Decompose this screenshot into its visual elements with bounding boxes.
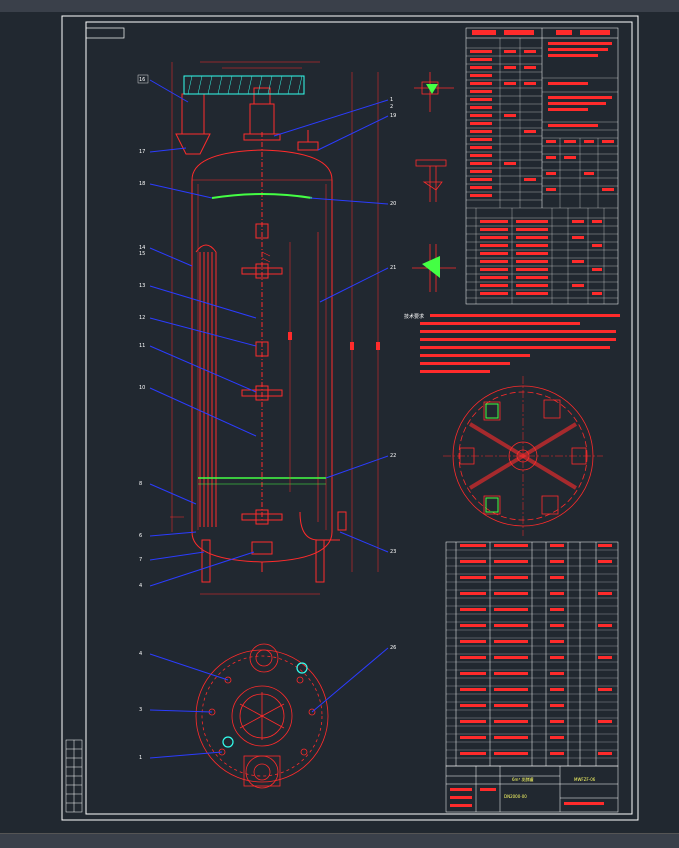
leaders-left: [149, 79, 257, 587]
drawing-svg: 16 17 18 14 15 13 12 11 10 8 6 7 4 1 2 1…: [61, 15, 639, 821]
leader-label: 26: [390, 645, 396, 651]
leader-label: 1: [390, 97, 393, 103]
leader-label: 10: [139, 385, 145, 391]
design-data-table: [465, 27, 619, 305]
leader-label: 13: [139, 283, 145, 289]
leader-label: 16: [139, 77, 145, 83]
title-block: [445, 765, 619, 813]
title-block-code: DN2000-00: [504, 794, 527, 799]
top-deflector: [211, 193, 313, 199]
plan-nozzle-cyan-2: [222, 736, 234, 748]
title-block-name: 6m³ 发酵罐: [512, 776, 533, 782]
weld-detail-2: [415, 159, 447, 202]
inner-frame: [85, 21, 633, 815]
leader-label: 1: [139, 755, 142, 761]
notes-heading: 技术要求: [404, 313, 424, 320]
leader-label: 6: [139, 533, 142, 539]
technical-notes-text: [420, 314, 620, 373]
drawing-number: MWFZF-06: [574, 777, 596, 782]
leader-label: 14: [139, 245, 145, 251]
leader-label: 7: [139, 557, 142, 563]
weld-fill-1: [426, 84, 438, 94]
plan-nozzle-cyan-1: [296, 662, 308, 674]
leaders-plan: [149, 647, 389, 759]
leader-label: 12: [139, 315, 145, 321]
cad-drawing-canvas[interactable]: 16 17 18 14 15 13 12 11 10 8 6 7 4 1 2 1…: [0, 12, 679, 833]
leader-label: 8: [139, 481, 142, 487]
leader-label: 21: [390, 265, 396, 271]
leader-labels-right: 1 2 19 20 21 22 23: [390, 97, 396, 555]
leader-label: 11: [139, 343, 145, 349]
nozzle-table-red-text: [480, 220, 602, 295]
weld-fill-3: [422, 256, 440, 278]
leader-label: 4: [139, 651, 142, 657]
leader-label: 17: [139, 149, 145, 155]
drive-belt-cover: [183, 75, 305, 95]
section-plan-view: [443, 376, 603, 536]
leader-labels-left: 16 17 18 14 15 13 12 11 10 8 6 7 4: [137, 74, 149, 589]
leader-label: 2: [390, 104, 393, 110]
leader-label: 18: [139, 181, 145, 187]
parts-list-rows: [446, 549, 618, 759]
section-plan-baffles: [485, 403, 499, 513]
design-table-rows: [466, 38, 618, 208]
nozzle-table: [466, 207, 618, 304]
status-strip: [0, 833, 679, 848]
margin-stamp: [65, 739, 83, 813]
dimension-lines: [170, 61, 379, 595]
leader-label: 3: [139, 707, 142, 713]
leader-labels-plan: 4 3 1 26: [139, 645, 396, 761]
leader-label: 22: [390, 453, 396, 459]
leader-label: 4: [139, 583, 142, 589]
leader-label: 15: [139, 251, 145, 257]
leader-label: 23: [390, 549, 396, 555]
title-block-red-text: [450, 788, 604, 807]
parts-list-red-text: [460, 544, 612, 755]
dimension-ticks: [288, 332, 380, 350]
design-table-red-text: [470, 30, 614, 197]
leaders-right: [273, 99, 389, 553]
weld-detail-1: [414, 72, 454, 112]
corner-box: [85, 27, 125, 39]
vessel-elevation: [175, 87, 347, 583]
outer-frame: [61, 15, 639, 821]
leader-label: 20: [390, 201, 396, 207]
leader-label: 19: [390, 113, 396, 119]
top-plan-view: [195, 643, 329, 789]
belt-hatch: [187, 75, 303, 95]
